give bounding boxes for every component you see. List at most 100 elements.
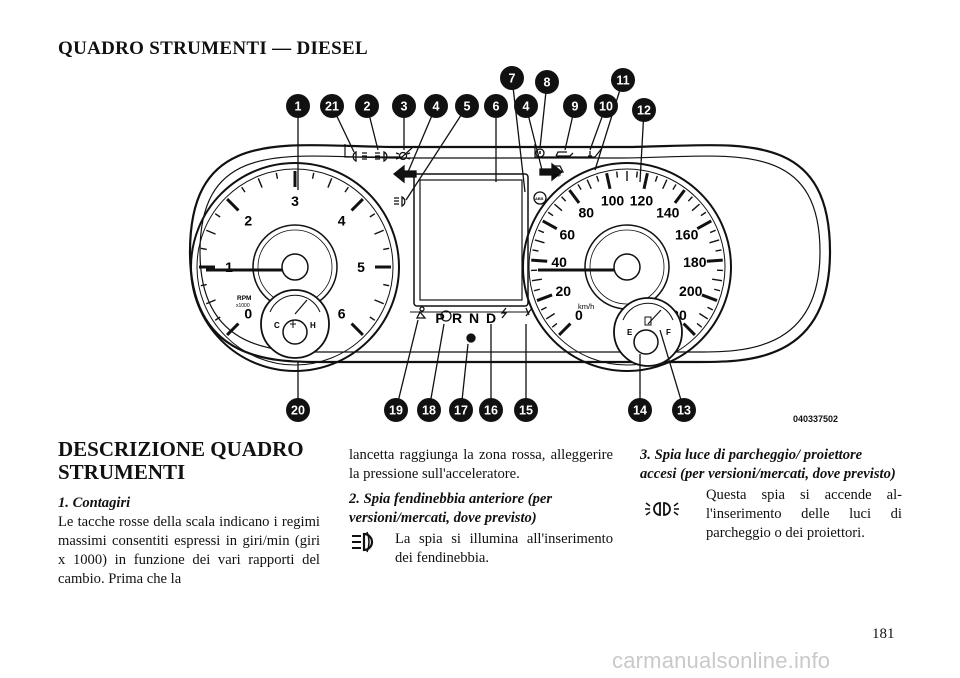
electronic-throttle-icon: [500, 307, 508, 319]
speedo-tick: [709, 229, 716, 234]
gear-r: R: [452, 310, 462, 326]
speedo-tick: [531, 258, 548, 263]
parking-lights-icon: [395, 151, 411, 161]
speedo-tick: [561, 196, 567, 202]
traction-off-label: OFF: [552, 173, 561, 178]
gear-d: D: [486, 310, 496, 326]
rear-fog-icon: [352, 150, 367, 163]
callout-number: 5: [464, 100, 471, 114]
temp-cold-label: C: [274, 321, 280, 330]
speedo-tick: [698, 312, 709, 320]
speedo-tick: [586, 179, 592, 190]
speedo-tick: [714, 288, 721, 292]
callout-marker: [514, 398, 538, 422]
callout-leader-line: [594, 79, 624, 171]
callout-marker: [384, 398, 408, 422]
coolant-temp-icon: [290, 320, 296, 328]
callout-marker: [632, 98, 656, 122]
speedo-number: 160: [675, 226, 699, 242]
callout-leader-line: [659, 329, 685, 411]
cruise-dot-icon: [466, 333, 476, 343]
tach-tick: [350, 322, 364, 336]
speedo-tick: [701, 293, 718, 302]
tach-tick: [369, 213, 376, 218]
item-2-title: 2. Spia fendinebbia anteriore (per versi…: [349, 491, 553, 526]
tach-number: 1: [225, 259, 233, 275]
callout-leader-line: [511, 77, 526, 193]
text-column-3: 3. Spia luce di parcheggio/ proiettore a…: [640, 446, 902, 543]
speedo-tick: [687, 196, 693, 202]
callout-marker: [535, 70, 559, 94]
tach-tick: [226, 322, 240, 336]
front-fog-light-icon: [349, 530, 395, 560]
speedo-number: 80: [578, 205, 594, 221]
callout-marker: [320, 94, 344, 118]
text-column-1: 1. Contagiri Le tacche rosse della scala…: [58, 494, 320, 589]
tach-tick: [226, 198, 240, 212]
callout-number: 4: [523, 100, 530, 114]
callout-marker: [355, 94, 379, 118]
turn-signal-left-icon: [392, 164, 417, 184]
callout-number: 18: [422, 404, 436, 418]
callout-number: 7: [509, 72, 516, 86]
speedo-tick: [635, 171, 638, 178]
high-beam-icon: [394, 195, 406, 208]
tach-tick: [311, 172, 315, 179]
speedo-number: 40: [551, 254, 567, 270]
speedo-number: 140: [656, 205, 680, 221]
speedo-tick: [696, 219, 712, 230]
tach-number: 0: [244, 306, 252, 322]
tach-number: 4: [338, 212, 346, 228]
callout-number: 11: [616, 74, 629, 88]
speedo-tick: [642, 172, 649, 190]
tach-tick: [206, 229, 216, 235]
tach-tick: [214, 316, 221, 321]
tach-tick: [344, 186, 349, 193]
tach-number: 5: [357, 259, 365, 275]
callout-number: 8: [544, 76, 551, 90]
abs-icon: [533, 191, 547, 205]
callout-marker: [286, 94, 310, 118]
callout-number: 1: [295, 100, 302, 114]
temp-gauge: C H: [260, 289, 330, 359]
speedo-tick: [551, 322, 558, 328]
speedo-tick: [577, 184, 582, 190]
callout-leaders: [297, 77, 685, 411]
tach-tick: [369, 316, 376, 321]
speedo-tick: [558, 322, 572, 336]
item-1-title: 1. Contagiri: [58, 495, 131, 511]
speedo-tick: [715, 249, 722, 252]
item-1-body-continued: lancetta raggiunga la zona rossa, allegg…: [349, 447, 613, 482]
callout-number: 21: [325, 100, 339, 114]
seatbelt-icon: [588, 151, 592, 158]
tach-tick: [383, 247, 390, 251]
fuel-full-label: F: [666, 328, 671, 337]
callout-marker: [500, 66, 524, 90]
speedo-tick: [605, 172, 612, 190]
callout-leader-line: [639, 109, 645, 183]
speedo-tick: [672, 184, 677, 190]
item-3-title: 3. Spia luce di parcheggio/ proiettore a…: [640, 447, 896, 482]
callout-number: 6: [493, 100, 500, 114]
callout-leader-line: [428, 323, 445, 411]
callout-marker: [424, 94, 448, 118]
tach-tick: [200, 247, 207, 251]
speedo-number: 0: [575, 307, 583, 323]
callout-marker: [479, 398, 503, 422]
speedo-tick: [654, 175, 658, 182]
speedo-tick: [707, 306, 714, 311]
tach-tick: [374, 299, 384, 305]
speedo-tick: [662, 179, 668, 190]
temp-hot-label: H: [310, 321, 316, 330]
watermark: carmanualsonline.info: [612, 648, 831, 673]
warning-icons: [352, 148, 592, 343]
callout-number: 12: [637, 104, 651, 118]
tach-number: 3: [291, 193, 299, 209]
speedo-tick: [712, 278, 723, 282]
tach-tick: [257, 178, 263, 188]
tach-tick: [275, 172, 279, 179]
callout-number: 17: [454, 404, 468, 418]
callout-number: 4: [433, 100, 440, 114]
